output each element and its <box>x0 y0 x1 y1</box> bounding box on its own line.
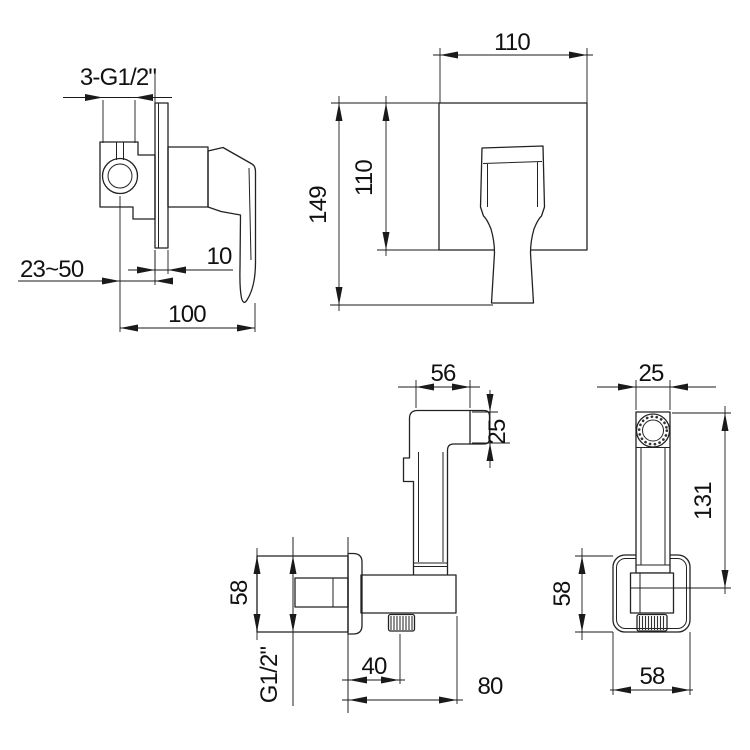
dim-head-height: 25 <box>484 419 511 445</box>
hose-outlet <box>387 613 416 632</box>
sprayer-nozzle-cap <box>469 409 491 445</box>
inlet-port-inner <box>107 163 133 189</box>
escutcheon-edge <box>154 102 169 249</box>
holder-side-dimensions <box>253 380 510 704</box>
spray-head-dots <box>637 415 669 446</box>
lever-handle <box>207 146 257 303</box>
inlet-port-outer <box>101 157 139 195</box>
waterfall-spout <box>479 145 546 304</box>
dim-body-depth: 100 <box>168 301 206 328</box>
sprayer-front-dimensions <box>575 380 731 695</box>
mixer-side-dimensions <box>18 70 256 332</box>
flange-strip <box>347 552 363 635</box>
spray-head-inner <box>642 419 664 442</box>
cartridge-housing <box>167 146 209 208</box>
sprayer-front-view: 25 131 58 58 <box>549 360 731 695</box>
holder-bracket <box>629 572 675 614</box>
wall-lines <box>292 537 349 713</box>
dim-outlet-offset: 40 <box>361 653 387 680</box>
inwall-box <box>256 555 349 633</box>
dim-total-height: 149 <box>305 186 332 224</box>
inlet-pipe <box>294 577 349 608</box>
valve-body <box>99 141 156 220</box>
mixer-front-view: 110 110 149 <box>305 29 593 311</box>
holder-side-view: 56 25 58 G1/2" 40 80 <box>226 360 511 713</box>
bracket-outlet <box>636 613 668 632</box>
dim-thread-ports: 3-G1/2" <box>80 64 157 91</box>
dim-flange-size: 58 <box>226 580 253 606</box>
dim-plate-width: 110 <box>494 29 530 56</box>
dim-head-length: 56 <box>430 360 456 387</box>
mixer-front-dimensions <box>330 48 593 311</box>
dim-flange-height: 58 <box>549 581 576 607</box>
dim-plate-height: 110 <box>351 160 378 196</box>
dim-handle-width: 25 <box>638 360 664 387</box>
dim-flange-width: 58 <box>639 663 665 690</box>
dim-inlet-thread: G1/2" <box>256 646 283 703</box>
mixer-side-view: 3-G1/2" 23~50 10 100 <box>18 64 257 332</box>
sprayer-handle-side <box>402 409 471 575</box>
dim-mount-depth-range: 23~50 <box>20 256 84 283</box>
holder-body <box>360 574 457 614</box>
dim-body-depth: 80 <box>477 673 503 700</box>
dim-handle-height: 131 <box>690 482 717 520</box>
dim-plate-thickness: 10 <box>206 243 232 270</box>
